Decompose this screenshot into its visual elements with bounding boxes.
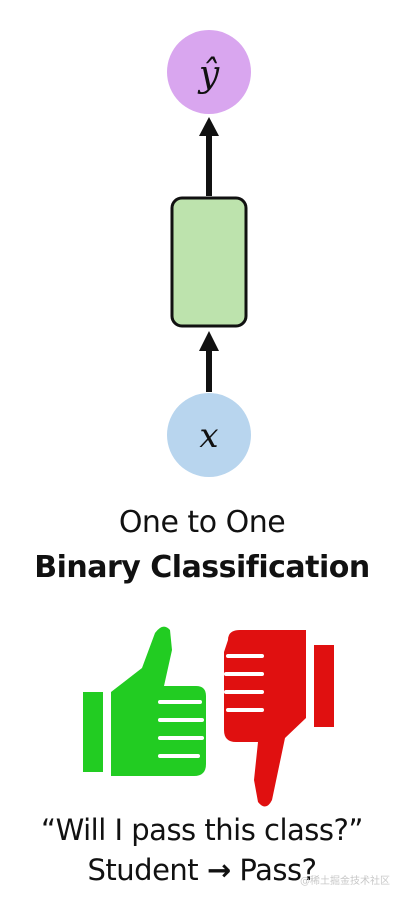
diagram-title: Binary Classification [34, 550, 370, 585]
right-arrow-icon: → [206, 853, 231, 887]
rnn-one-to-one-diagram: ŷ x [83, 30, 334, 807]
example-question: “Will I pass this class?” [41, 813, 363, 847]
example-input-text: Student [87, 853, 199, 887]
arrow-input-to-cell [199, 331, 219, 392]
thumbs-up-icon [83, 626, 206, 776]
output-label: ŷ [197, 54, 220, 95]
diagram-subtitle: One to One [118, 505, 286, 540]
hidden-cell [170, 196, 248, 328]
input-label: x [199, 416, 218, 456]
example-mapping: Student → Pass? [0, 853, 404, 887]
watermark-text: @稀土掘金技术社区 [300, 876, 390, 887]
example-output-text: Pass? [239, 853, 317, 887]
arrow-cell-to-output [199, 117, 219, 196]
input-node [167, 393, 251, 477]
output-node [167, 30, 251, 114]
thumbs-down-icon [224, 630, 334, 807]
